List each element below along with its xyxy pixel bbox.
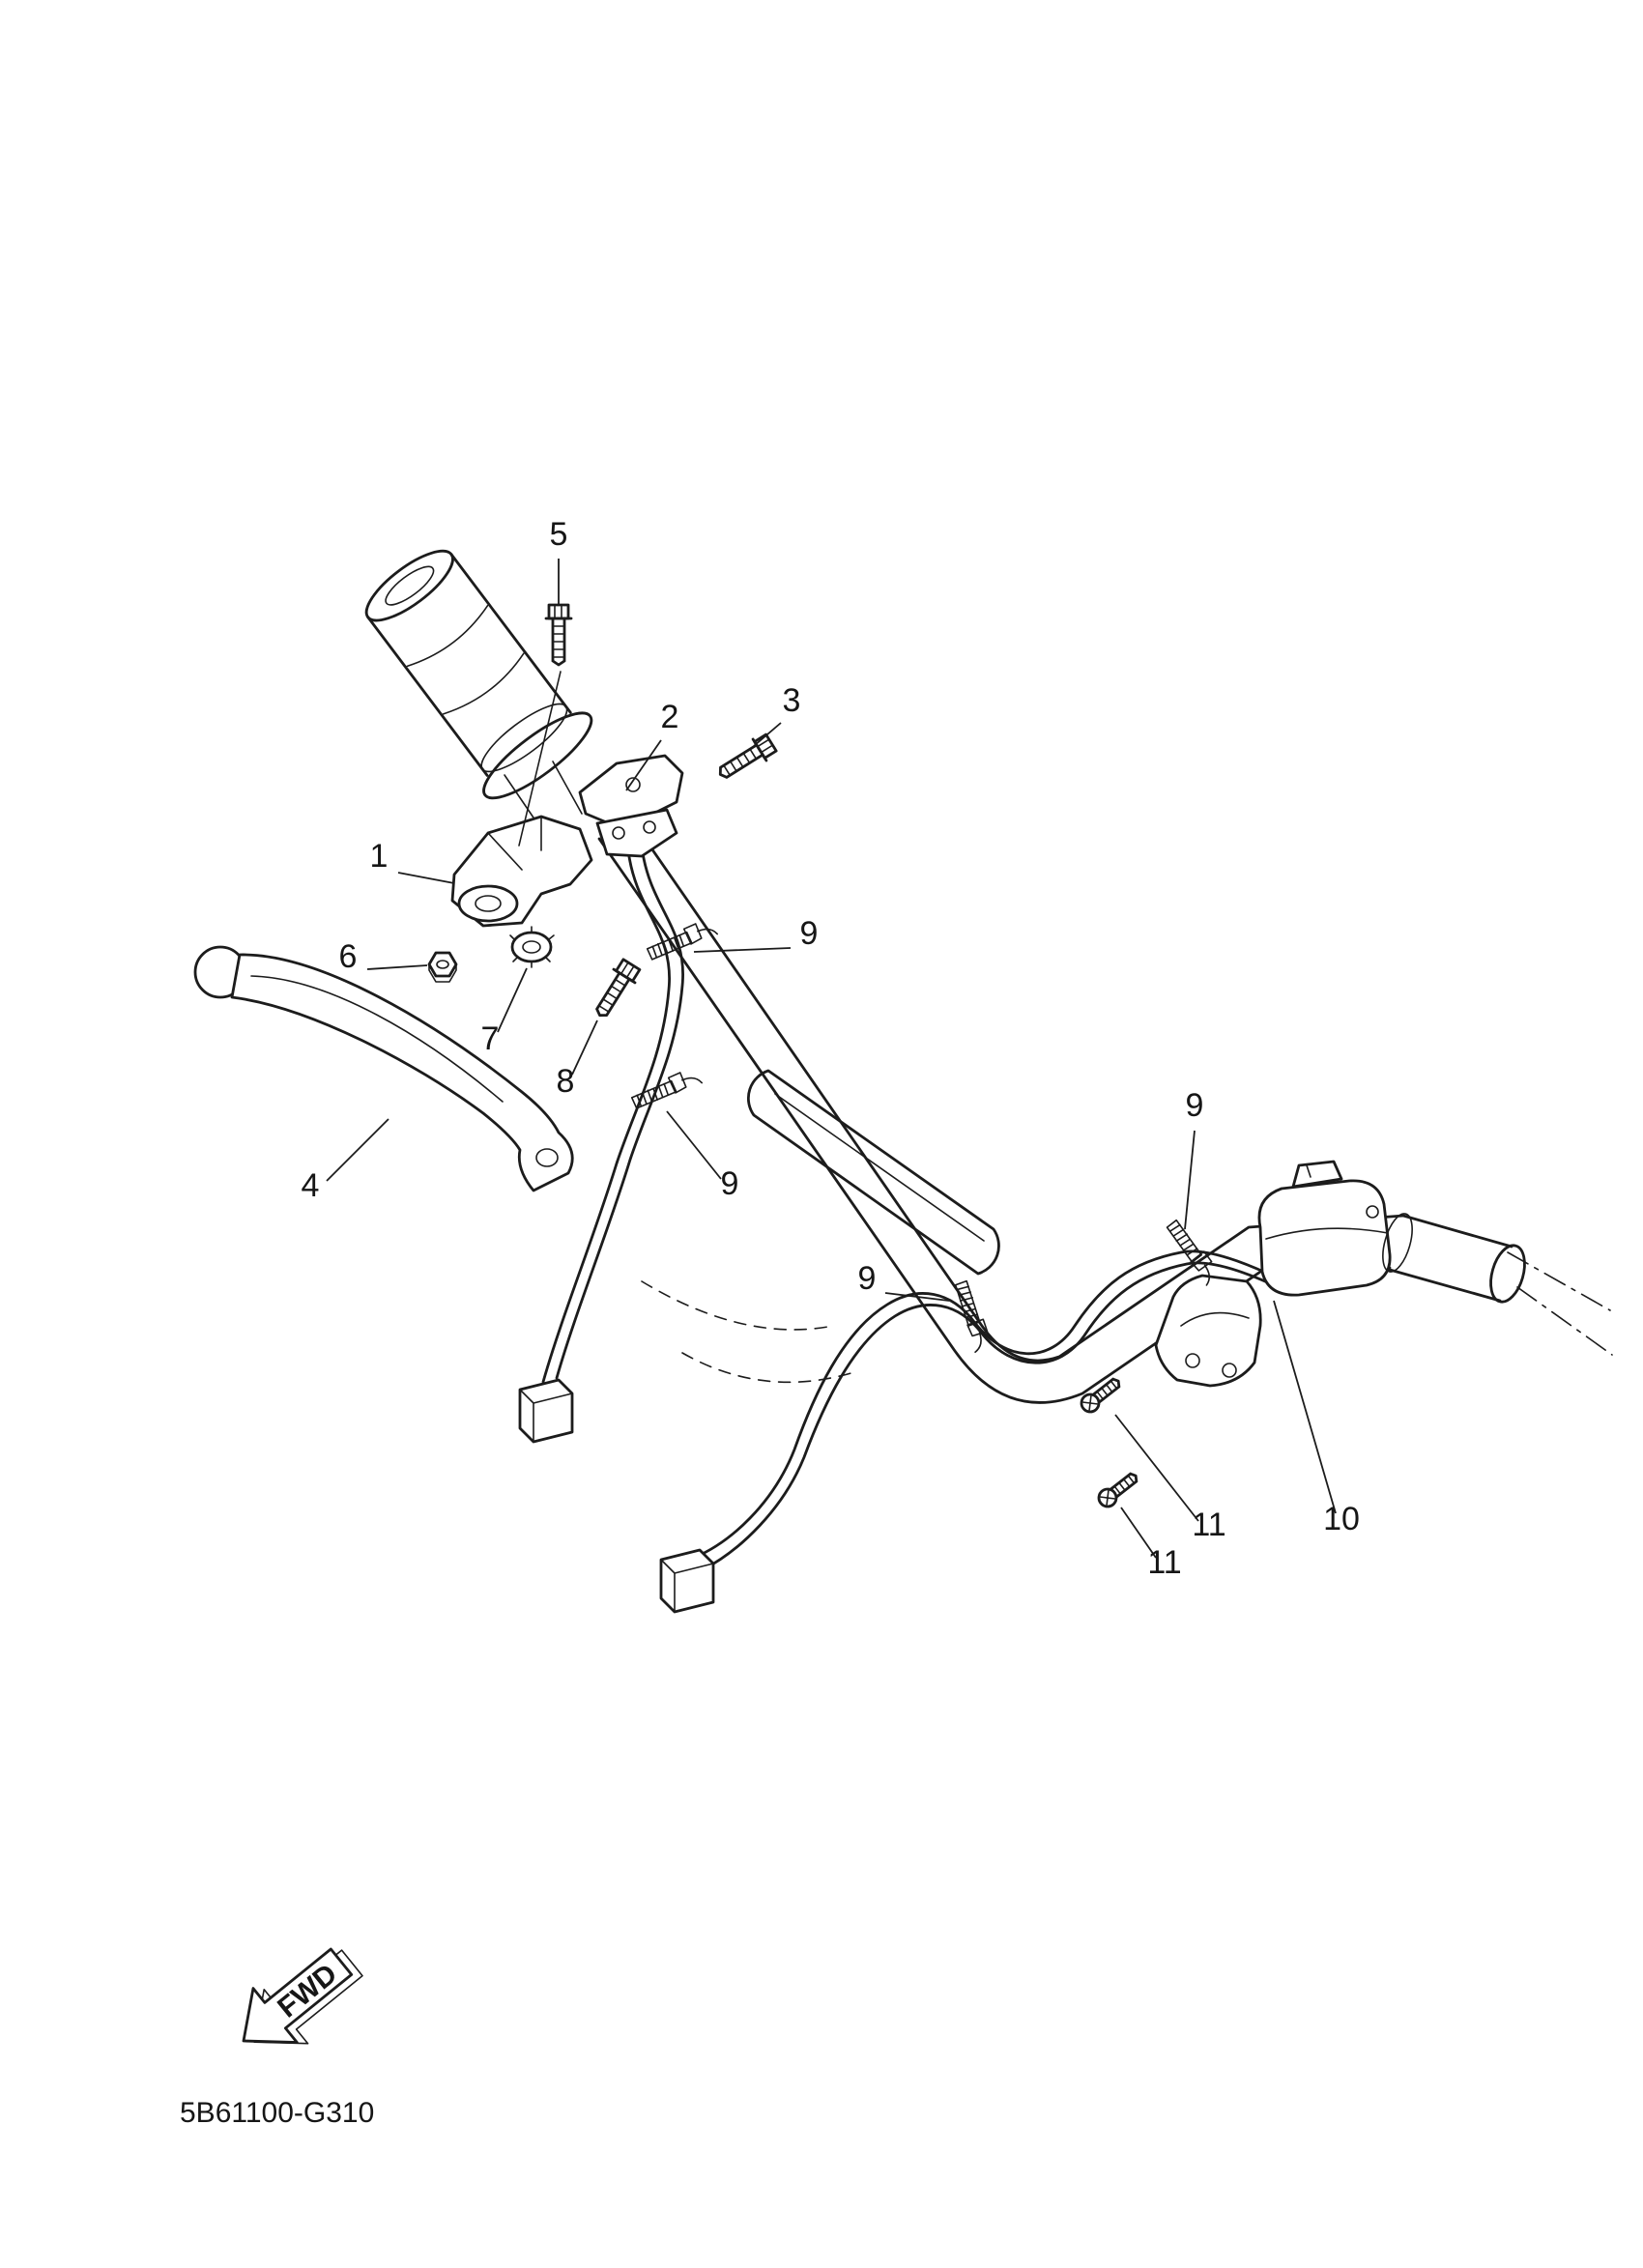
holder-bracket-part2 bbox=[578, 754, 684, 858]
callout-leader-6 bbox=[366, 964, 428, 970]
bolt-part8 bbox=[588, 956, 644, 1023]
handlebar-pad bbox=[746, 1069, 1000, 1276]
callout-leader-9 bbox=[1184, 1130, 1196, 1230]
bolt-part3 bbox=[712, 731, 780, 787]
callout-leader-9 bbox=[884, 1292, 950, 1302]
callout-leader-10 bbox=[1273, 1300, 1337, 1514]
callout-label-9: 9 bbox=[858, 1260, 877, 1297]
callouts: 5 2 3 1 6 9 7 8 4 9 9 9 10 11 11 bbox=[302, 516, 1360, 1581]
callout-label-1: 1 bbox=[370, 838, 389, 875]
callout-label-11: 11 bbox=[1147, 1544, 1181, 1581]
callout-label-2: 2 bbox=[661, 699, 679, 735]
callout-leader-9 bbox=[693, 947, 792, 953]
callout-leader-9 bbox=[666, 1110, 722, 1180]
cable-tie-9-b bbox=[627, 1067, 706, 1110]
screw-part11-b bbox=[1093, 1467, 1143, 1512]
callout-label-9: 9 bbox=[800, 915, 819, 952]
callout-label-9: 9 bbox=[721, 1165, 739, 1202]
callout-label-6: 6 bbox=[339, 938, 358, 975]
cable-tie-9-d bbox=[954, 1278, 992, 1355]
callout-label-9: 9 bbox=[1186, 1087, 1204, 1124]
callout-label-11: 11 bbox=[1192, 1507, 1225, 1543]
bolt5-axis-line bbox=[518, 671, 562, 847]
callout-label-7: 7 bbox=[481, 1020, 500, 1057]
wire-harness bbox=[518, 845, 1276, 1614]
wire-connector bbox=[659, 1548, 715, 1614]
handlebar-grip-left bbox=[364, 549, 593, 800]
bolt-part5 bbox=[544, 603, 573, 667]
switch-housing-part10 bbox=[1257, 1160, 1392, 1297]
callout-leader-8 bbox=[571, 1019, 598, 1076]
drawing-part-code: 5B61100-G310 bbox=[180, 2097, 374, 2129]
callout-leader-11 bbox=[1114, 1414, 1199, 1522]
callout-label-4: 4 bbox=[302, 1167, 320, 1204]
callout-leader-4 bbox=[326, 1118, 389, 1182]
callout-label-8: 8 bbox=[557, 1063, 575, 1100]
callout-leader-1 bbox=[397, 872, 455, 884]
brake-lever-part4 bbox=[193, 945, 574, 1192]
fwd-arrow: FWD bbox=[242, 1947, 363, 2045]
callout-leader-11 bbox=[1120, 1507, 1157, 1559]
callout-leader-7 bbox=[497, 967, 528, 1033]
nut-part6 bbox=[427, 951, 458, 983]
lever-holder-part1 bbox=[450, 815, 593, 928]
handlebar bbox=[597, 816, 1613, 1404]
handlebar-grip-right bbox=[1382, 1213, 1526, 1304]
wire-connector bbox=[518, 1378, 574, 1444]
callout-leader-2 bbox=[625, 739, 662, 791]
adjuster-part7 bbox=[509, 926, 555, 968]
callout-label-10: 10 bbox=[1323, 1501, 1360, 1537]
throttle-tube bbox=[504, 761, 583, 824]
callout-label-5: 5 bbox=[550, 516, 568, 553]
callout-leader-3 bbox=[753, 722, 782, 747]
switch-clamp bbox=[1154, 1274, 1262, 1388]
callout-label-3: 3 bbox=[783, 682, 801, 719]
